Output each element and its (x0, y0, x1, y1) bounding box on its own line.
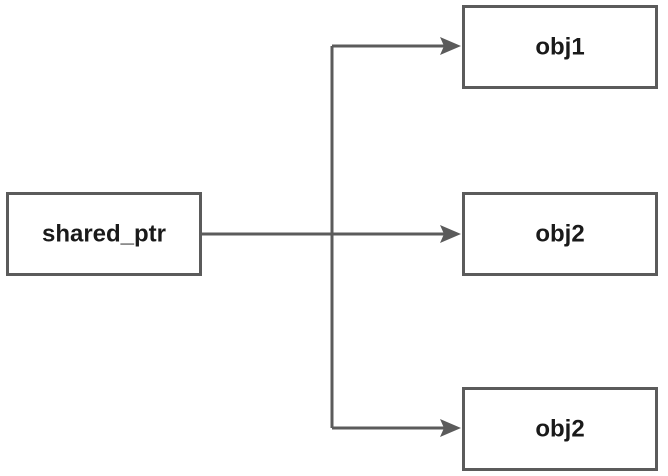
node-obj1-box (462, 5, 658, 89)
node-obj2-bottom: obj2 (462, 387, 658, 471)
connectors (201, 37, 461, 437)
arrowhead-obj1 (440, 37, 461, 55)
node-shared-ptr: shared_ptr (6, 192, 202, 276)
node-shared-ptr-box (6, 192, 202, 276)
node-obj2-middle-box (462, 192, 658, 276)
node-obj2-bottom-label: obj2 (535, 415, 584, 442)
node-shared-ptr-label: shared_ptr (42, 220, 166, 247)
node-obj1-label: obj1 (535, 33, 584, 60)
node-obj2-middle: obj2 (462, 192, 658, 276)
arrowhead-obj2-bottom (440, 419, 461, 437)
node-obj2-middle-label: obj2 (535, 220, 584, 247)
arrowhead-obj2-middle (440, 225, 461, 243)
node-obj1: obj1 (462, 5, 658, 89)
node-obj2-bottom-box (462, 387, 658, 471)
